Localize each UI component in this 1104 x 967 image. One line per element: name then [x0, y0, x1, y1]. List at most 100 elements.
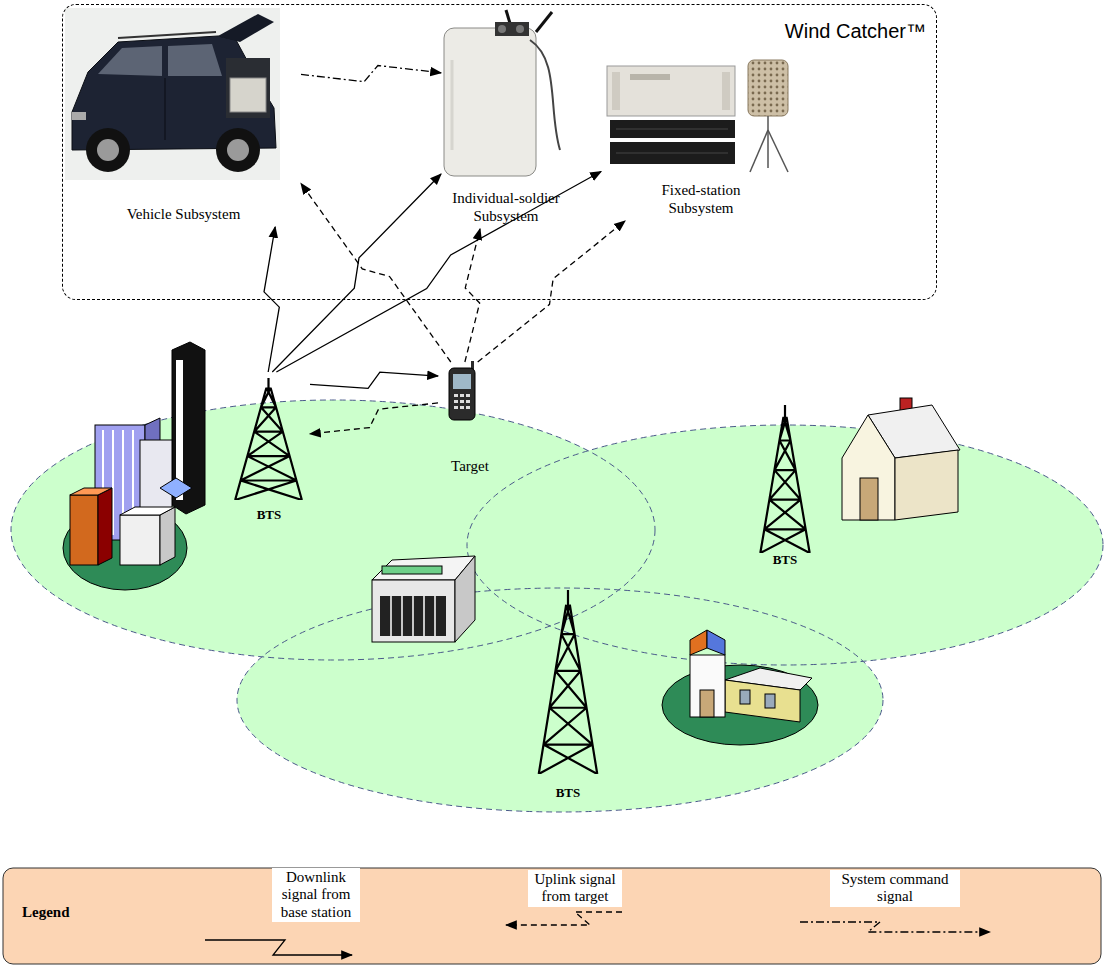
target-phone [454, 394, 458, 397]
target-phone [466, 406, 470, 409]
soldier-device [444, 10, 560, 176]
city-buildings [160, 478, 192, 498]
vehicle-photo [165, 78, 166, 140]
base-station-tower [235, 378, 302, 500]
vehicle-photo [218, 14, 274, 42]
fixed-station-equipment [630, 74, 670, 80]
city-buildings [120, 515, 160, 565]
cell-coverage [237, 588, 883, 812]
base-station-node: BTS [755, 400, 815, 572]
house-building [842, 398, 960, 520]
node-label: Target [451, 457, 489, 475]
vehicle-photo [230, 78, 266, 112]
target-phone [466, 400, 470, 403]
target-node: Target [438, 362, 502, 479]
uplink-signal [310, 403, 438, 434]
fixed-station-equipment [607, 60, 788, 172]
house-building [842, 415, 895, 520]
system-title: Wind Catcher™ [785, 19, 926, 43]
city-buildings [98, 488, 112, 565]
church-building [662, 630, 818, 745]
church-building [690, 655, 725, 717]
vehicle-photo [226, 58, 270, 118]
base-station-node: BTS [228, 372, 310, 527]
factory-building [391, 596, 435, 636]
house-building [860, 478, 878, 520]
legend-panel [3, 868, 1101, 964]
cell-coverage [11, 400, 655, 660]
uplink-signal [478, 221, 625, 362]
church-building [725, 680, 800, 722]
factory-building [372, 580, 455, 642]
subsystem-node: Individual-soldier Subsystem [441, 9, 571, 229]
soldier-device [451, 60, 454, 150]
target-phone [460, 400, 464, 403]
legend-panel [3, 868, 1101, 964]
legend-line-sample [506, 912, 622, 925]
vehicle-photo [86, 128, 130, 172]
vehicle-photo [118, 32, 216, 38]
factory-building [390, 596, 392, 636]
legend-line-sample [205, 940, 352, 955]
city-buildings [70, 495, 98, 565]
fixed-station-equipment [750, 130, 768, 172]
target-phone [453, 374, 471, 389]
node-label: Individual-soldier Subsystem [450, 189, 562, 225]
node-label: BTS [556, 785, 581, 801]
target-phone [454, 406, 458, 409]
factory-building [382, 566, 442, 574]
target-phone [460, 394, 464, 397]
fixed-station-equipment [748, 60, 788, 116]
base-station-tower [539, 590, 598, 774]
church-building [707, 630, 725, 655]
factory-building [372, 556, 475, 642]
fixed-station-equipment [610, 120, 735, 138]
legend-text: Uplink signal from target [528, 870, 622, 907]
factory-building [455, 556, 475, 642]
vehicle-photo [168, 44, 222, 76]
legend-line-sample [800, 922, 990, 932]
subsystem-node: Fixed-station Subsystem [601, 56, 801, 221]
downlink-signal [272, 174, 441, 372]
house-building [895, 450, 958, 520]
fixed-station-equipment [610, 142, 735, 164]
church-building [765, 694, 775, 708]
church-building [700, 690, 714, 717]
uplink-signal [301, 183, 451, 362]
target-phone [449, 361, 475, 420]
target-phone [449, 368, 475, 420]
base-station-tower [235, 378, 810, 774]
cell-coverage [237, 588, 883, 812]
soldier-device [530, 40, 560, 150]
factory-building [412, 596, 414, 636]
city-buildings [160, 507, 175, 565]
system-boundary: Wind Catcher™Vehicle SubsystemIndividual… [62, 4, 937, 300]
vehicle-photo [97, 139, 119, 161]
node-label: Fixed-station Subsystem [651, 181, 751, 217]
fixed-station-equipment [768, 130, 788, 172]
city-buildings [63, 342, 205, 590]
city-buildings [70, 488, 112, 495]
fixed-station-equipment [616, 129, 728, 130]
factory-building [434, 596, 436, 636]
node-label: BTS [773, 552, 798, 568]
command-signal [301, 66, 441, 82]
soldier-device [516, 25, 524, 33]
target-phone [466, 394, 470, 397]
vehicle-photo [216, 128, 260, 172]
vehicle-photo [65, 8, 280, 180]
legend-heading: Legend [22, 904, 70, 921]
factory-building [423, 596, 425, 636]
vehicle-photo [227, 139, 249, 161]
fixed-station-equipment [607, 66, 735, 116]
base-station-node: BTS [530, 585, 606, 805]
downlink-signal [276, 172, 601, 373]
church-building [662, 665, 818, 745]
factory-building [380, 596, 446, 636]
soldier-device [444, 28, 536, 176]
